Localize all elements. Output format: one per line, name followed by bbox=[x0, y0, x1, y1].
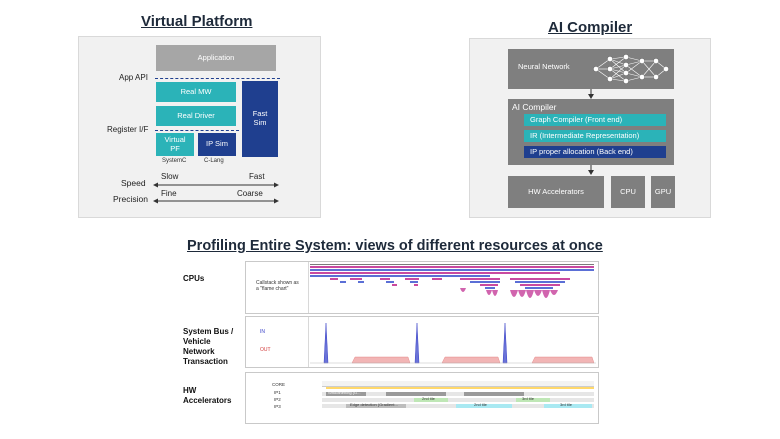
neural-network-graph-icon bbox=[593, 54, 669, 84]
down-arrow-icon bbox=[588, 89, 594, 99]
in-label: IN bbox=[260, 329, 265, 335]
system-bus-label: System Bus / Vehicle Network Transaction bbox=[183, 327, 234, 366]
ai-compiler-box: AI Compiler Graph Compiler (Front end) I… bbox=[508, 99, 674, 165]
bus-divider bbox=[308, 317, 309, 367]
ip2-bar-1 bbox=[414, 398, 448, 402]
ip1-bar-3 bbox=[464, 392, 524, 396]
fine-label: Fine bbox=[161, 189, 177, 198]
flame-divider bbox=[308, 262, 309, 313]
ip1-smoothening-text: Smoothening (G... bbox=[328, 390, 361, 395]
ip3-edge-detection: Edge detection (Gradient... bbox=[350, 402, 398, 407]
ip1-label: IP1 bbox=[274, 390, 281, 395]
flame-chart-graphic bbox=[310, 264, 594, 298]
ip2-bar-2 bbox=[516, 398, 550, 402]
real-mw-box: Real MW bbox=[156, 82, 236, 102]
ir-box: IR (Intermediate Representation) bbox=[524, 130, 666, 142]
ai-compiler-panel: Neural Network bbox=[469, 38, 711, 218]
out-label: OUT bbox=[260, 347, 271, 353]
app-api-label: App API bbox=[119, 73, 148, 82]
profiling-title: Profiling Entire System: views of differ… bbox=[187, 238, 603, 254]
register-if-label: Register I/F bbox=[107, 125, 149, 134]
gpu-box: GPU bbox=[651, 176, 675, 208]
cpus-flame-chart: Callstack shown as a "flame chart" bbox=[245, 261, 599, 314]
core-label: CORE bbox=[272, 382, 286, 387]
coarse-label: Coarse bbox=[237, 189, 263, 198]
hw-accelerators-chart: CORE IP1 IP2 IP3 Smoothening (G... 2nd t… bbox=[245, 372, 599, 424]
c-lang-label: C-Lang bbox=[204, 158, 224, 164]
ip2-label: IP2 bbox=[274, 397, 281, 402]
ip3-second-tile: 2nd tile bbox=[474, 402, 487, 407]
neural-network-label: Neural Network bbox=[518, 62, 570, 71]
slow-label: Slow bbox=[161, 172, 179, 181]
cpu-box: CPU bbox=[611, 176, 645, 208]
register-if-divider bbox=[155, 130, 239, 131]
ip2-third-tile: 3rd tile bbox=[522, 396, 535, 401]
ip3-bar-2 bbox=[456, 404, 512, 408]
real-driver-box: Real Driver bbox=[156, 106, 236, 126]
ip2-track bbox=[322, 398, 594, 402]
ip1-smoothening-bar bbox=[326, 392, 366, 396]
hw-accelerators-box: HW Accelerators bbox=[508, 176, 604, 208]
fast-sim-box: Fast Sim bbox=[242, 81, 278, 157]
ip3-edge-bar bbox=[346, 404, 406, 408]
ip-proper-allocation-box: IP proper allocation (Back end) bbox=[524, 146, 666, 158]
hw-accelerators-label: HW Accelerators bbox=[183, 386, 232, 405]
system-bus-chart: IN OUT bbox=[245, 316, 599, 368]
double-arrow-icon bbox=[153, 182, 279, 188]
virtual-pf-box: Virtual PF bbox=[156, 133, 194, 156]
speed-label: Speed bbox=[121, 178, 146, 188]
systemc-label: SystemC bbox=[162, 158, 187, 164]
ai-compiler-title: AI Compiler bbox=[548, 19, 633, 36]
ip3-label: IP3 bbox=[274, 404, 281, 409]
hw-timeline-axis bbox=[322, 381, 594, 387]
ip3-bar-3 bbox=[544, 404, 592, 408]
ip1-track bbox=[322, 392, 594, 396]
virtual-platform-title: Virtual Platform bbox=[141, 13, 253, 30]
bus-transaction-graphic bbox=[310, 322, 596, 364]
precision-label: Precision bbox=[113, 194, 148, 204]
ip2-second-tile: 2nd tile bbox=[422, 396, 435, 401]
down-arrow-icon bbox=[588, 165, 594, 175]
callstack-note: Callstack shown as a "flame chart" bbox=[256, 280, 299, 292]
virtual-platform-panel: Application App API Real MW Real Driver … bbox=[78, 36, 321, 218]
double-arrow-icon bbox=[153, 198, 279, 204]
fast-label: Fast bbox=[249, 172, 265, 181]
application-box: Application bbox=[156, 45, 276, 71]
app-api-divider bbox=[155, 78, 280, 79]
core-marker bbox=[326, 387, 594, 389]
neural-network-box: Neural Network bbox=[508, 49, 674, 89]
ip3-third-tile: 3rd tile bbox=[560, 402, 573, 407]
ai-compiler-label: AI Compiler bbox=[512, 102, 557, 112]
cpus-label: CPUs bbox=[183, 274, 205, 283]
ip1-bar-2 bbox=[386, 392, 446, 396]
ip-sim-box: IP Sim bbox=[198, 133, 236, 156]
graph-compiler-box: Graph Compiler (Front end) bbox=[524, 114, 666, 126]
